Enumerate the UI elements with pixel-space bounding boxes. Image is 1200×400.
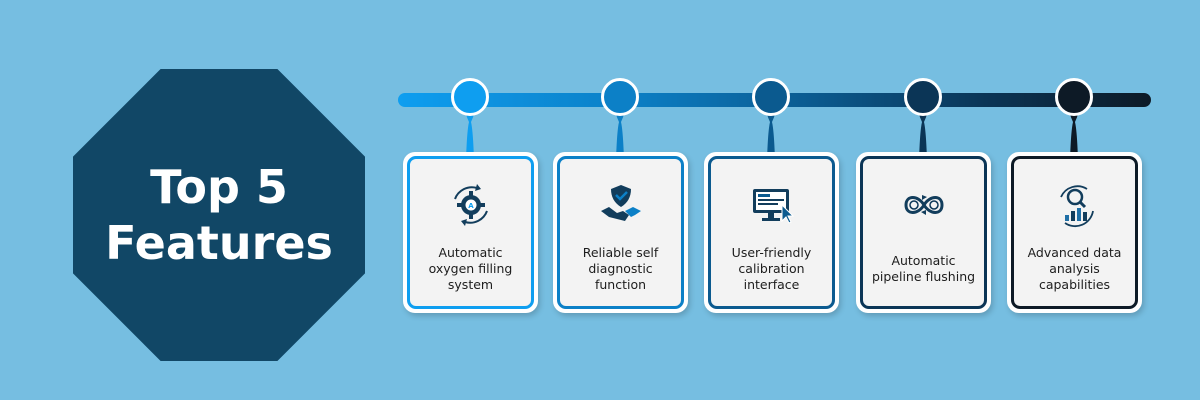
monitor-cursor-icon — [752, 189, 794, 224]
step-circle-1 — [451, 78, 489, 116]
step-circle-2 — [601, 78, 639, 116]
feature-label-2: Reliable self diagnostic function — [582, 244, 659, 292]
feature-card-3: User-friendly calibration interface — [704, 152, 839, 313]
feature-label-5: Advanced data analysis capabilities — [1027, 244, 1122, 292]
step-circle-5 — [1055, 78, 1093, 116]
feature-card-4: Automatic pipeline flushing — [856, 152, 991, 313]
page-title: Top 5 Features — [105, 159, 333, 271]
analytics-magnifier-icon — [1059, 185, 1094, 228]
feature-card-1: A Automatic oxygen filling system — [403, 152, 538, 313]
step-circle-4 — [904, 78, 942, 116]
svg-text:A: A — [468, 202, 474, 210]
gear-cycle-icon: A — [453, 184, 488, 226]
feature-label-3: User-friendly calibration interface — [731, 244, 812, 292]
feature-label-4: Automatic pipeline flushing — [871, 252, 976, 284]
title-octagon: Top 5 Features — [73, 69, 365, 361]
infinity-pipeline-icon — [903, 195, 944, 215]
feature-label-1: Automatic oxygen filling system — [428, 244, 513, 292]
step-circle-3 — [752, 78, 790, 116]
shield-handshake-icon — [600, 185, 641, 221]
title-line-2: Features — [105, 216, 333, 270]
feature-card-5: Advanced data analysis capabilities — [1007, 152, 1142, 313]
feature-card-2: Reliable self diagnostic function — [553, 152, 688, 313]
title-line-1: Top 5 — [150, 160, 288, 214]
